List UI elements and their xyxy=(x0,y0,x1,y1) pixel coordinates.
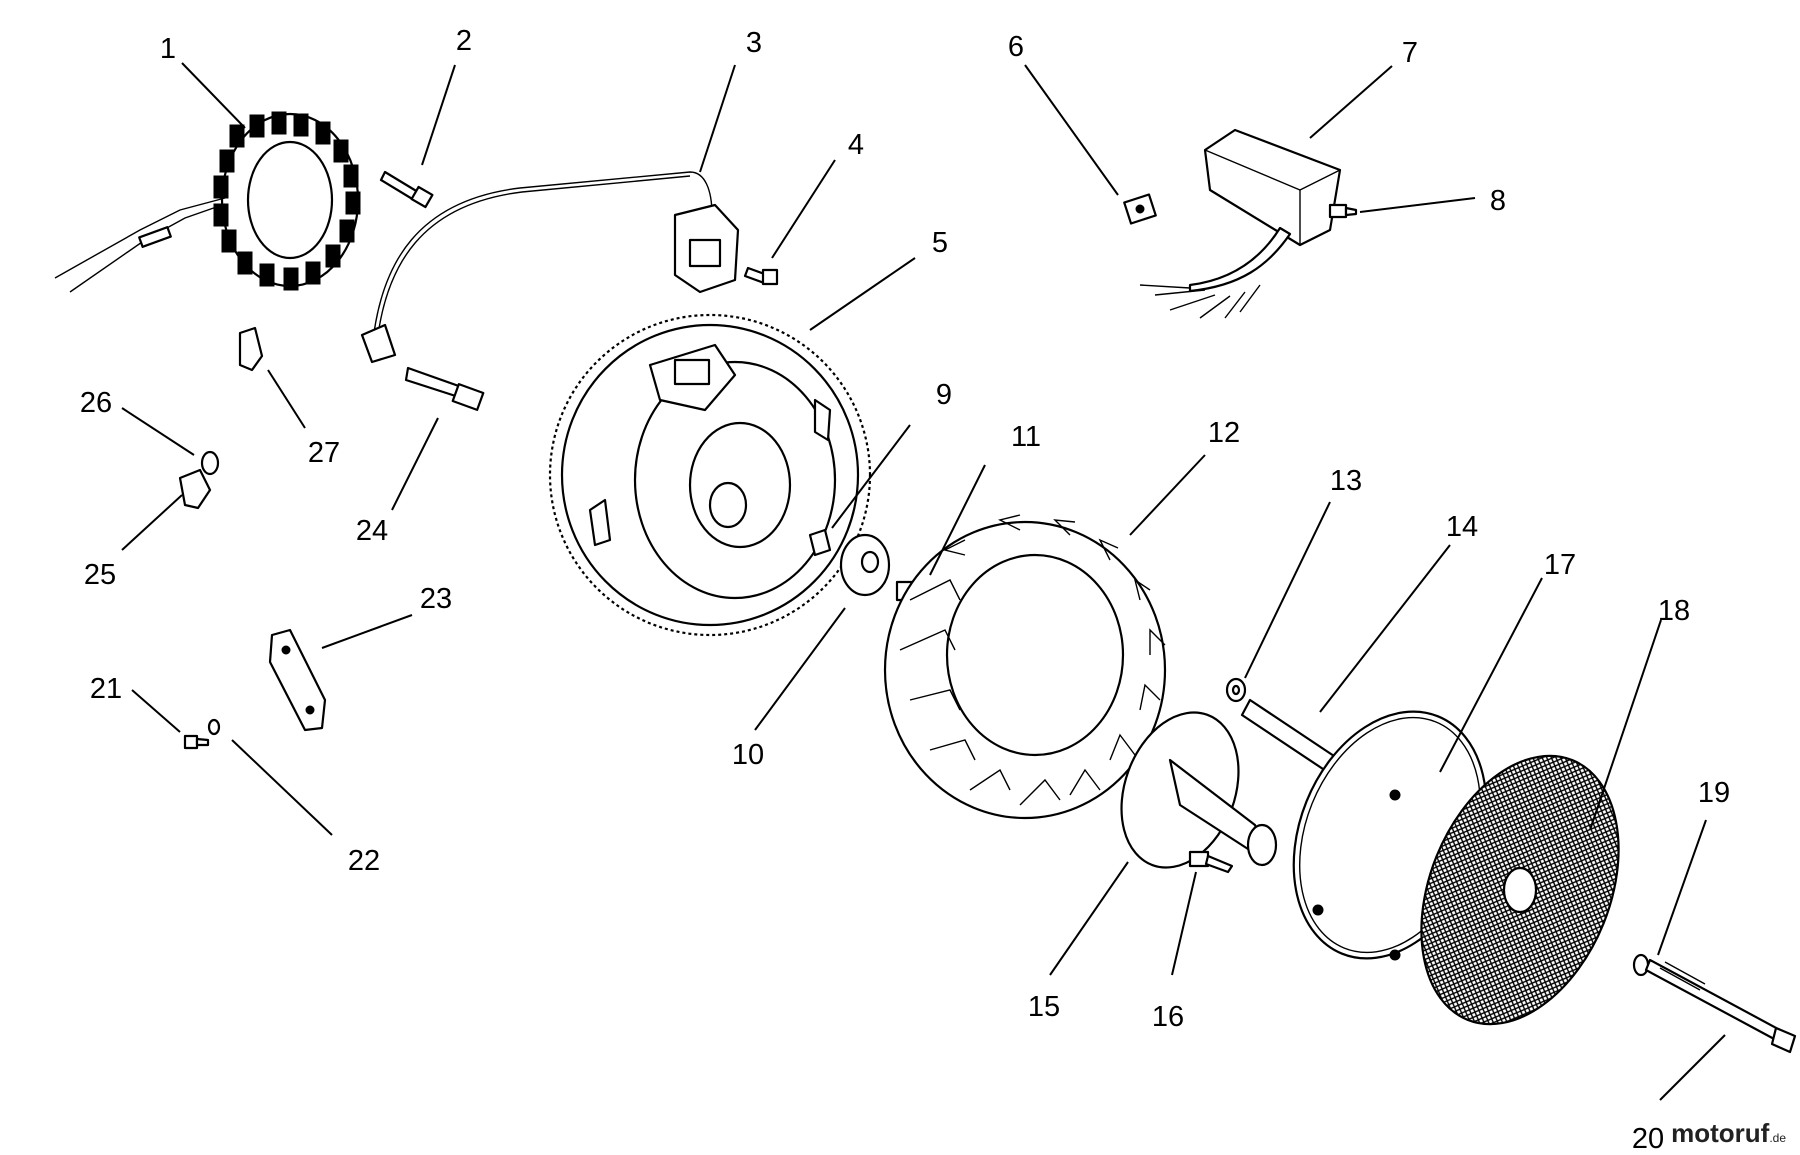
callout-19: 19 xyxy=(1698,777,1730,809)
bolt-washer-part xyxy=(1632,953,1650,977)
callout-2: 2 xyxy=(456,25,472,57)
callout-15: 15 xyxy=(1028,991,1060,1023)
leader-17 xyxy=(1439,577,1543,773)
leader-11 xyxy=(929,464,986,576)
callout-4: 4 xyxy=(848,129,864,161)
watermark-tld: .de xyxy=(1769,1131,1786,1145)
spark-plug-part xyxy=(404,366,485,412)
callout-24: 24 xyxy=(356,515,388,547)
leader-13 xyxy=(1244,501,1331,679)
leader-15 xyxy=(1049,861,1129,976)
callout-9: 9 xyxy=(936,379,952,411)
callout-12: 12 xyxy=(1208,417,1240,449)
leader-10 xyxy=(754,607,846,731)
flywheel-part xyxy=(548,313,872,637)
hub-screw-part xyxy=(1188,850,1234,874)
leader-3 xyxy=(699,64,736,173)
small-screw-part xyxy=(1328,203,1358,219)
leader-9 xyxy=(831,424,911,529)
callout-10: 10 xyxy=(732,739,764,771)
leader-12 xyxy=(1129,454,1206,536)
leader-26 xyxy=(121,407,195,456)
screen-disc-part xyxy=(1420,754,1620,1026)
clip-washer-part xyxy=(207,718,221,736)
callout-13: 13 xyxy=(1330,465,1362,497)
leader-27 xyxy=(267,369,306,429)
leader-2 xyxy=(421,64,456,166)
callout-27: 27 xyxy=(308,437,340,469)
callout-labels: 1 2 3 4 5 6 7 8 9 10 11 12 13 14 15 16 1… xyxy=(80,25,1730,1155)
callout-5: 5 xyxy=(932,227,948,259)
watermark-logo: motoruf.de xyxy=(1671,1118,1786,1149)
leader-20 xyxy=(1659,1034,1726,1101)
fan-hub-part xyxy=(1120,711,1278,869)
clip-nut-part xyxy=(200,450,220,476)
woodruff-key-part xyxy=(808,528,832,557)
leader-18 xyxy=(1589,619,1662,831)
callout-6: 6 xyxy=(1008,31,1024,63)
wire-clip-part xyxy=(178,468,212,510)
callout-7: 7 xyxy=(1402,37,1418,69)
leader-24 xyxy=(391,417,439,511)
stator-part xyxy=(54,111,361,293)
leader-lines xyxy=(121,62,1726,1101)
bracket-part xyxy=(268,628,327,732)
fan-part xyxy=(883,514,1167,820)
leader-6 xyxy=(1024,64,1119,196)
callout-20: 20 xyxy=(1632,1123,1664,1155)
callout-26: 26 xyxy=(80,387,112,419)
leader-14 xyxy=(1319,544,1451,713)
bolt-part xyxy=(379,170,434,209)
callout-1: 1 xyxy=(160,33,176,65)
regulator-part xyxy=(1139,128,1342,319)
callout-21: 21 xyxy=(90,673,122,705)
leader-25 xyxy=(121,494,183,551)
long-bolt-part xyxy=(1644,958,1797,1054)
callout-8: 8 xyxy=(1490,185,1506,217)
callout-16: 16 xyxy=(1152,1001,1184,1033)
callout-14: 14 xyxy=(1446,511,1478,543)
leader-22 xyxy=(231,739,333,836)
callout-17: 17 xyxy=(1544,549,1576,581)
leader-23 xyxy=(321,614,413,649)
leader-7 xyxy=(1309,65,1393,139)
leader-1 xyxy=(181,62,246,129)
callout-3: 3 xyxy=(746,27,762,59)
leader-21 xyxy=(131,689,181,733)
lead-clip-part xyxy=(238,326,264,372)
ignition-module-part xyxy=(360,171,740,364)
square-nut-part xyxy=(1123,193,1157,225)
callout-23: 23 xyxy=(420,583,452,615)
leader-19 xyxy=(1657,819,1707,956)
callout-22: 22 xyxy=(348,845,380,877)
screw-part xyxy=(743,266,779,286)
callout-11: 11 xyxy=(1011,421,1041,453)
callout-18: 18 xyxy=(1658,595,1690,627)
leader-5 xyxy=(809,257,916,331)
leader-4 xyxy=(771,159,836,259)
clip-screw-part xyxy=(183,734,210,750)
watermark-brand: motoruf xyxy=(1671,1118,1770,1148)
leader-8 xyxy=(1359,197,1476,213)
leader-16 xyxy=(1171,871,1197,976)
thick-washer-part xyxy=(839,533,891,597)
small-washer-part xyxy=(1225,677,1247,703)
callout-25: 25 xyxy=(84,559,116,591)
